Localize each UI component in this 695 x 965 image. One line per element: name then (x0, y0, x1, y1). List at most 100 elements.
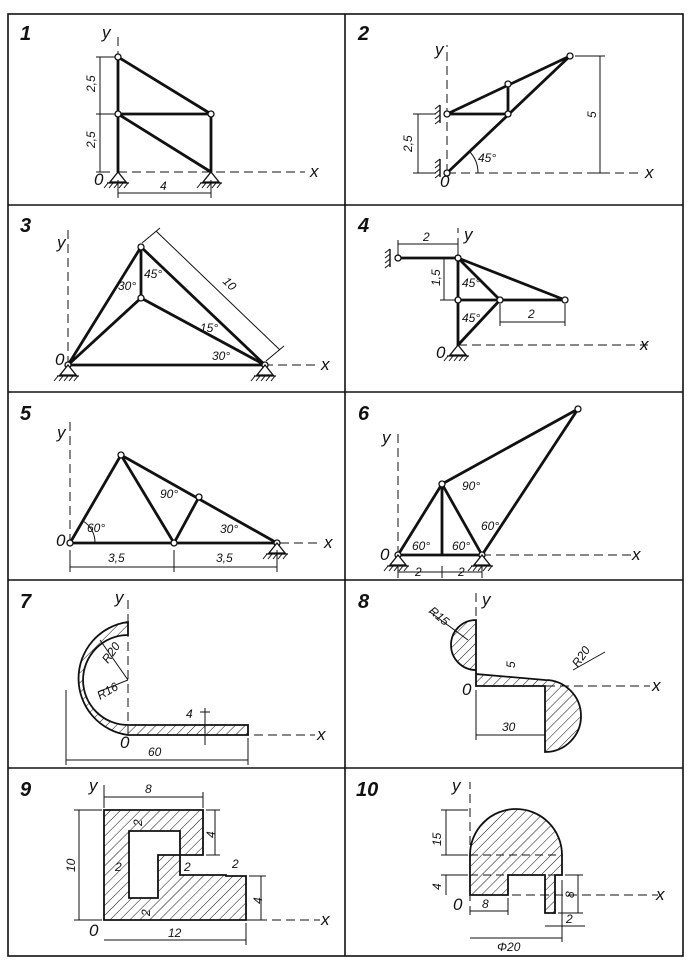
panel-number: 10 (356, 779, 378, 801)
panel-number: 9 (20, 779, 32, 801)
panel-2: 2 y x 0 2,5 5 45° (357, 23, 654, 191)
pin-support-icon (262, 542, 289, 560)
dim-left: 2 (414, 565, 422, 579)
dim-r-large: R20 (569, 643, 593, 669)
panel-number: 1 (20, 23, 31, 45)
dim-height-left: 2,5 (401, 135, 415, 153)
origin-label: 0 (453, 895, 463, 914)
dimensions: 2,5 2,5 4 (84, 56, 212, 198)
y-axis-label: y (463, 225, 474, 244)
y-axis-label: y (88, 776, 99, 795)
dim-right-a: 4 (204, 831, 218, 838)
dim-length: 10 (220, 274, 240, 294)
x-axis-label: x (309, 162, 319, 181)
dim-right: 3,5 (216, 551, 233, 565)
x-axis-label: x (644, 163, 654, 182)
dim-height: 1,5 (429, 269, 443, 286)
truss (443, 52, 574, 177)
hatched-section (77, 620, 249, 736)
pin-support-icon (250, 364, 277, 382)
dim-h-upper: 2,5 (84, 75, 98, 93)
dim-right-c: 4 (251, 897, 265, 904)
section-lines (470, 854, 562, 876)
x-axis-label: x (323, 533, 333, 552)
panel-number: 5 (20, 403, 32, 425)
origin-label: 0 (55, 350, 65, 369)
panel-7: 7 y x 0 R20 R16 4 60 (20, 588, 326, 765)
panel-1: 1 y x 0 2,5 2,5 4 (20, 23, 319, 198)
panel-9: 9 y x 0 8 10 2 2 2 2 4 2 4 12 (20, 776, 330, 945)
origin-label: 0 (89, 921, 99, 940)
dim-bottom: 2 (527, 307, 535, 321)
y-axis-label: y (56, 423, 67, 442)
y-axis-label: y (434, 40, 445, 59)
panel-number: 8 (358, 591, 370, 613)
dim-height-band: 4 (430, 883, 444, 890)
pin-support-icon (196, 171, 223, 189)
dim-top: 2 (422, 230, 430, 244)
truss (64, 243, 269, 369)
dim-h-lower: 2,5 (84, 131, 98, 149)
truss (394, 405, 582, 559)
angle-top-left: 30° (118, 279, 136, 293)
dimensions: 3,5 3,5 60° 90° 30° (69, 487, 278, 572)
x-axis-label: x (631, 545, 641, 564)
dim-height-dome: 15 (430, 832, 444, 846)
truss (394, 254, 569, 347)
dim-width: 4 (160, 179, 167, 193)
dim-right-b: 2 (231, 857, 239, 871)
dim-height-right: 8 (563, 891, 577, 898)
dim-inner-c: 2 (183, 860, 191, 874)
origin-label: 0 (462, 680, 472, 699)
panel-6: 6 y x 0 2 2 90° 60° 60° 60° (358, 403, 641, 579)
dim-right: 2 (457, 565, 465, 579)
y-axis-label: y (381, 428, 392, 447)
dim-offset: 5 (504, 661, 518, 668)
pin-support-icon (103, 171, 130, 189)
dim-inner-b: 2 (114, 860, 122, 874)
pin-support-icon (443, 344, 470, 362)
dim-height-right: 5 (585, 111, 599, 118)
y-axis-label: y (451, 776, 462, 795)
y-axis-label: y (481, 590, 492, 609)
wall-support-icon (384, 248, 391, 269)
dimensions: 2 2 90° 60° 60° 60° (397, 479, 499, 579)
panel-number: 7 (20, 591, 32, 613)
pin-support-icon (467, 554, 494, 572)
angle-a: 60° (412, 539, 430, 553)
y-axis-label: y (56, 233, 67, 252)
angle-right-lower: 30° (212, 349, 230, 363)
angle-left: 60° (87, 521, 105, 535)
hatched-section (103, 809, 247, 921)
origin-label: 0 (94, 170, 104, 189)
dim-left: 3,5 (108, 551, 125, 565)
dim-gap: 2 (565, 912, 573, 926)
origin-label: 0 (120, 733, 130, 752)
angle-mid: 90° (160, 487, 178, 501)
angle-right-upper: 15° (200, 321, 218, 335)
angle-c: 60° (481, 519, 499, 533)
dimensions: 2 1,5 2 45° 45° (397, 230, 566, 326)
dim-width: 30 (502, 720, 516, 734)
x-axis-label: x (316, 725, 326, 744)
panel-number: 4 (357, 215, 369, 237)
x-axis-label: x (639, 335, 649, 354)
dimensions: 8 10 2 2 2 2 4 2 4 12 (64, 782, 266, 945)
truss (66, 451, 281, 547)
panel-number: 3 (20, 215, 31, 237)
dimensions: R20 R16 4 60 (65, 639, 249, 765)
panel-10: 10 y x 0 15 4 8 8 2 Φ20 (356, 776, 665, 954)
dim-bottom: 12 (168, 926, 182, 940)
dim-top: 8 (145, 782, 152, 796)
dim-length: 60 (148, 745, 162, 759)
y-axis-label: y (114, 588, 125, 607)
truss (114, 53, 215, 174)
origin-label: 0 (436, 343, 446, 362)
hatched-section (469, 808, 563, 914)
dimensions: R15 R20 5 30 (426, 604, 606, 740)
angle-lower: 45° (462, 311, 480, 325)
hatched-section (450, 619, 582, 753)
panel-3: 3 y x 0 10 30° 45° 15° 30° (20, 215, 330, 382)
x-axis-label: x (320, 910, 330, 929)
